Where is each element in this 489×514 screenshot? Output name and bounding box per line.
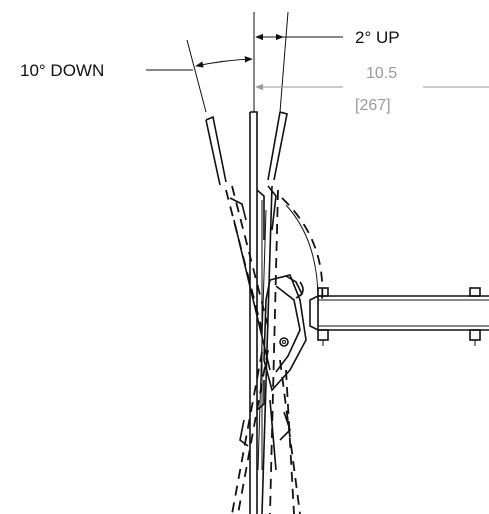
depth-inches-label: 10.5 [366,65,397,82]
panel-vertical [249,111,265,514]
panel-tilt-down [205,115,271,371]
tilt-down-label: 10° DOWN [20,61,104,80]
mount-arm [309,287,489,346]
pivot-guide [257,200,267,471]
panel-lower-crossing [231,349,301,514]
tilt-up-label: 2° UP [355,28,400,47]
depth-mm-label: [267] [355,97,391,114]
panel-tilt-up [261,111,288,514]
extension-lines [186,11,289,113]
tilt-down-dimension: 10° DOWN [20,56,253,80]
depth-dimension: 10.5 [267] [255,65,489,114]
tilt-up-dimension: 2° UP [255,28,400,47]
